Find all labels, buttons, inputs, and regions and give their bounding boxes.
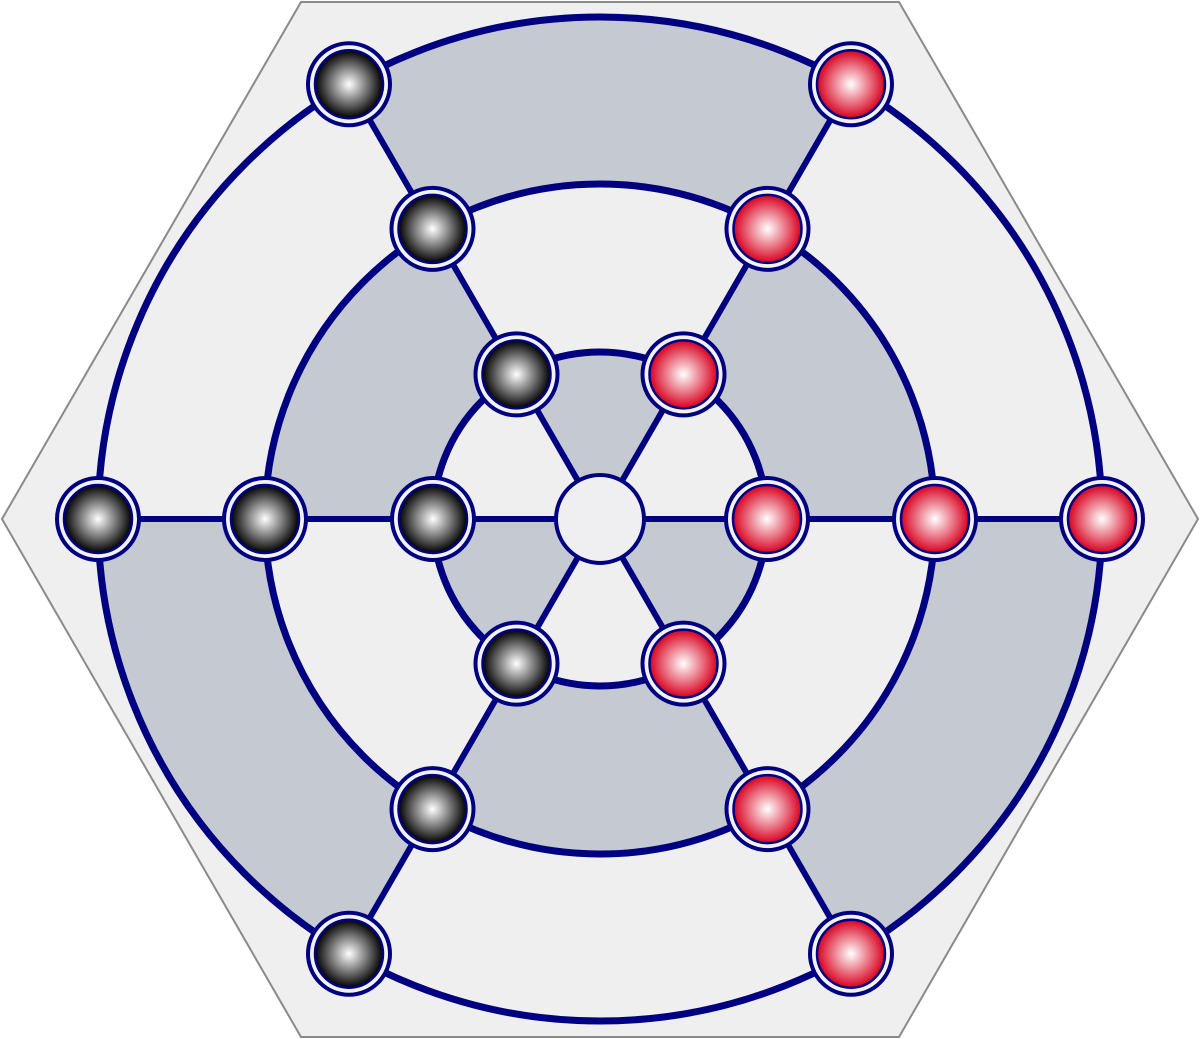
piece-body — [481, 628, 552, 699]
shaded-sector — [265, 228, 517, 520]
shaded-sectors — [98, 16, 1102, 954]
piece-body — [648, 339, 719, 410]
piece-black[interactable] — [389, 766, 476, 853]
piece-red[interactable] — [640, 331, 727, 418]
piece-black[interactable] — [390, 476, 476, 562]
shaded-sector — [349, 16, 851, 229]
shaded-sector — [767, 519, 1102, 954]
piece-body — [313, 918, 385, 989]
center-point[interactable] — [554, 473, 646, 565]
piece-body — [1066, 483, 1138, 555]
piece-red[interactable] — [724, 185, 811, 272]
piece-body — [648, 628, 719, 699]
spoke-line — [597, 82, 854, 521]
piece-body — [397, 773, 468, 845]
piece-red[interactable] — [640, 620, 727, 707]
piece-black[interactable] — [306, 910, 392, 997]
piece-black[interactable] — [306, 41, 392, 128]
spoke-line — [346, 517, 603, 956]
shaded-sector — [516, 352, 684, 519]
piece-red[interactable] — [808, 910, 894, 997]
piece-black[interactable] — [389, 185, 476, 272]
piece-body — [313, 49, 385, 120]
piece-body — [732, 193, 803, 265]
piece-body — [815, 49, 887, 120]
piece-red[interactable] — [724, 766, 811, 853]
board-points — [55, 41, 1145, 997]
piece-body — [481, 339, 552, 410]
shaded-sector — [432, 663, 768, 854]
piece-red[interactable] — [892, 476, 978, 562]
piece-body — [397, 483, 469, 555]
spoke-line — [597, 517, 854, 956]
piece-body — [229, 483, 301, 555]
piece-body — [731, 483, 803, 555]
piece-body — [62, 483, 134, 555]
piece-red[interactable] — [808, 41, 894, 128]
piece-body — [899, 483, 971, 555]
piece-body — [397, 193, 468, 265]
piece-black[interactable] — [55, 476, 141, 562]
shaded-sector — [98, 519, 433, 954]
piece-black[interactable] — [473, 620, 560, 707]
piece-black[interactable] — [222, 476, 308, 562]
piece-red[interactable] — [1059, 476, 1145, 562]
piece-body — [815, 918, 887, 989]
piece-black[interactable] — [473, 331, 560, 418]
spoke-line — [346, 82, 603, 521]
piece-red[interactable] — [724, 476, 810, 562]
shaded-sector — [683, 228, 935, 520]
piece-body — [732, 773, 803, 845]
